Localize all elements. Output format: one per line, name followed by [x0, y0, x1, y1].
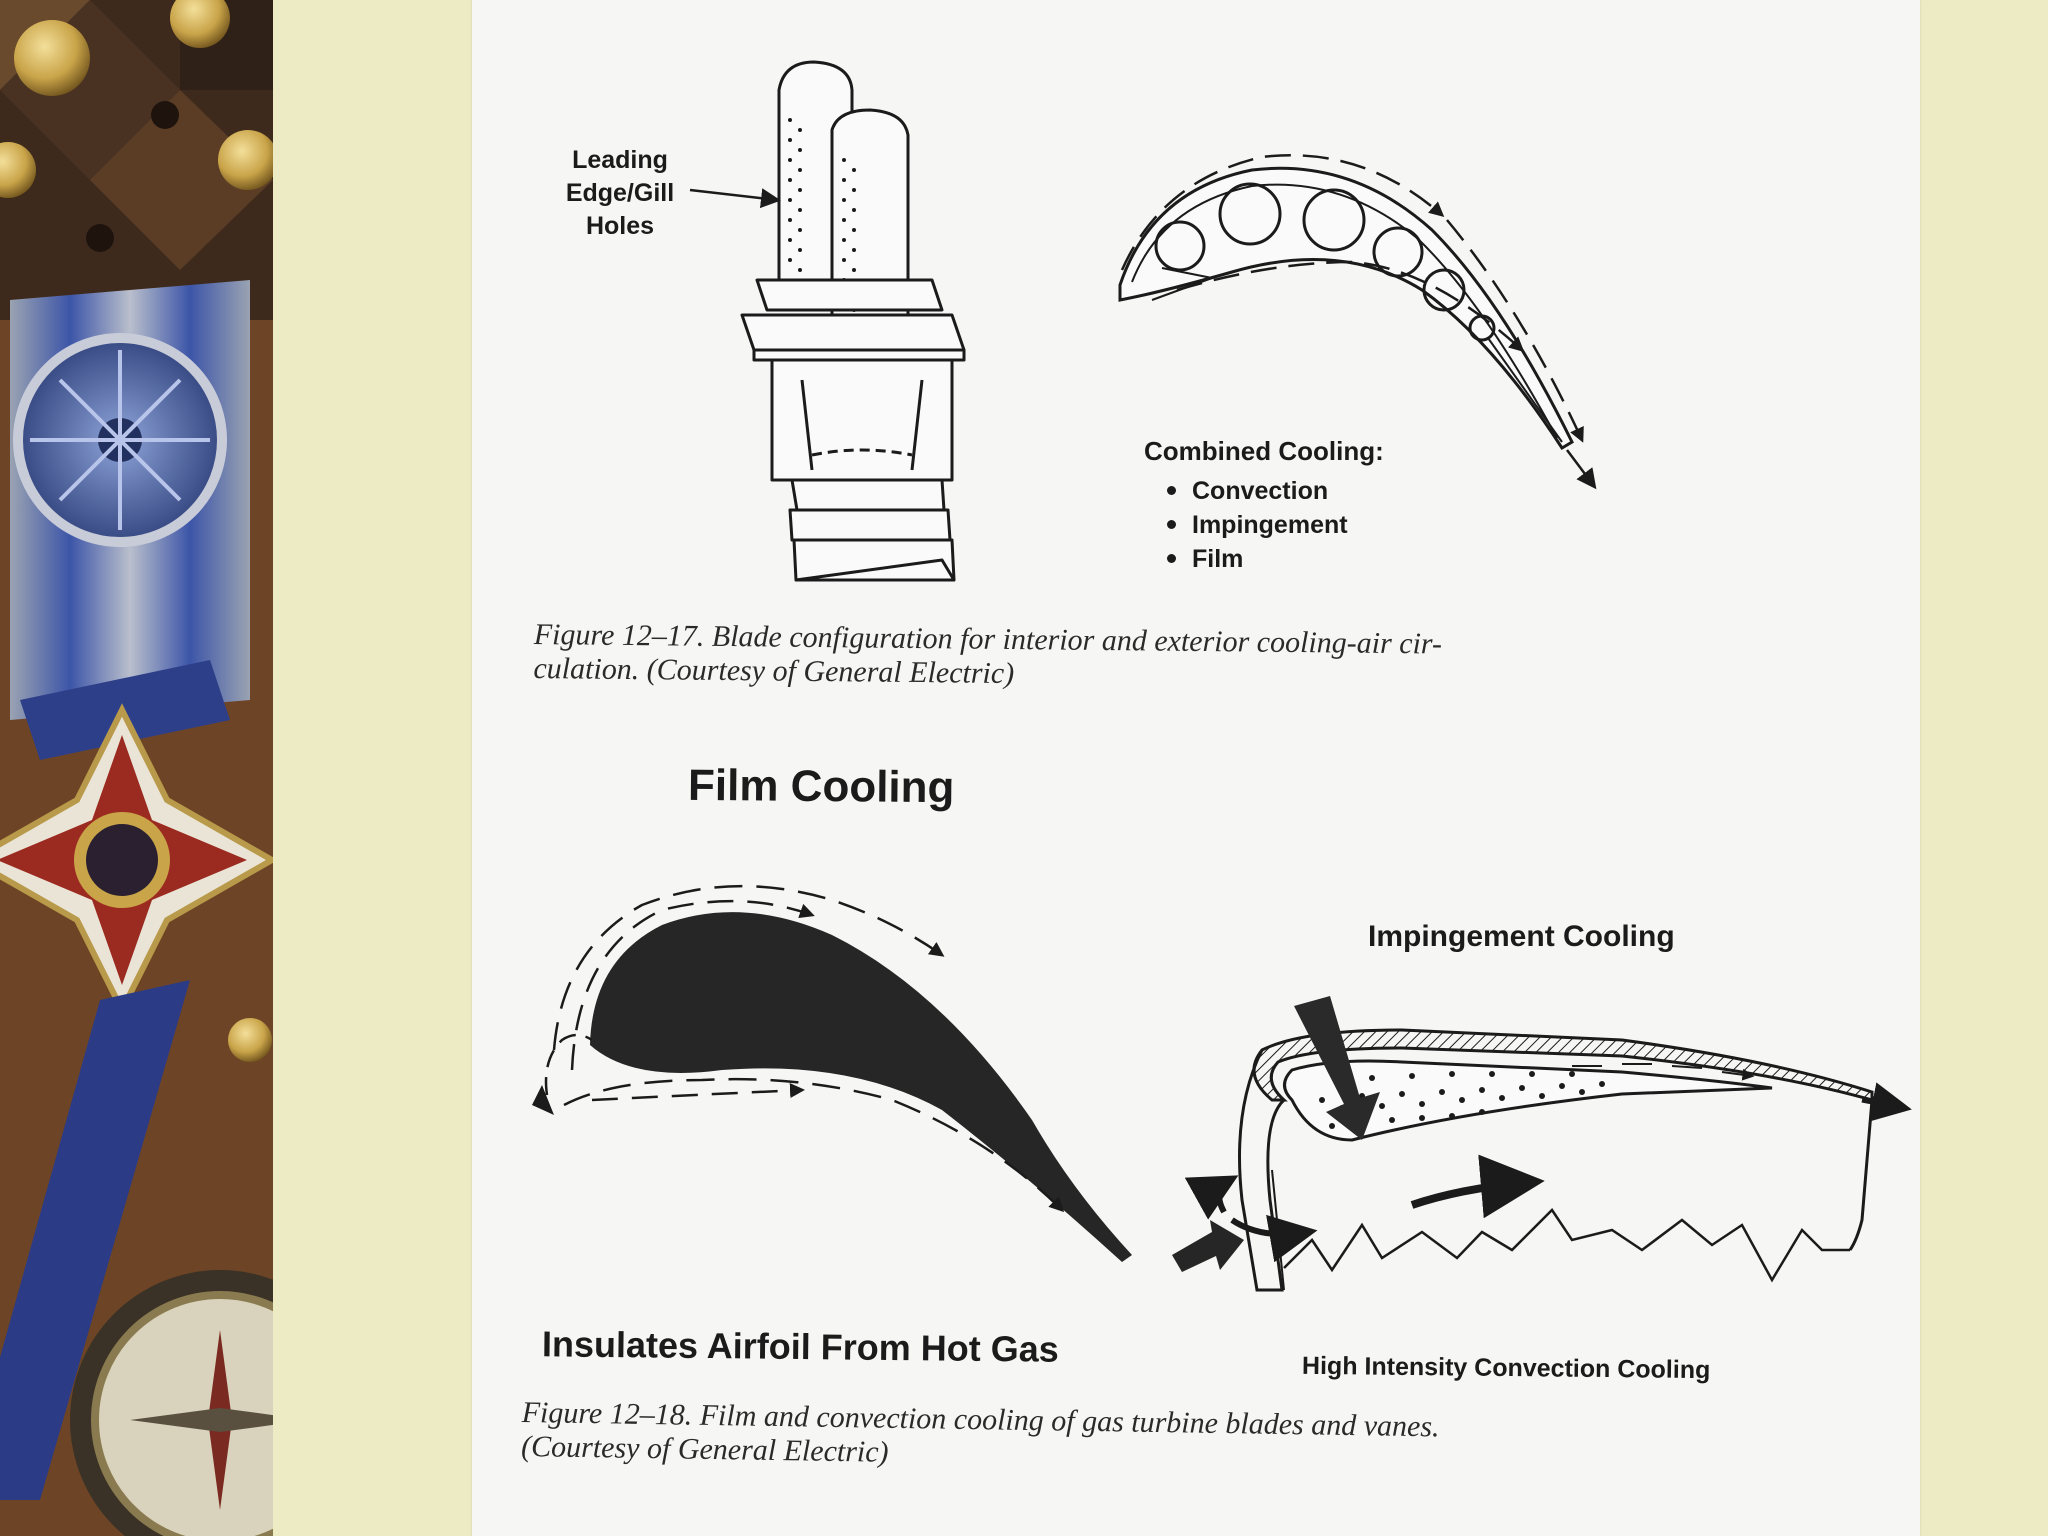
leading-edge-arrow — [689, 188, 781, 209]
list-item: Film — [1167, 542, 1348, 576]
airfoil-cross-section — [1118, 166, 1574, 451]
film-cooling-inlet-arrow — [532, 1085, 554, 1115]
film-cooling-title: Film Cooling — [687, 760, 955, 813]
book-page: Leading Edge/Gill Holes Combined Cooling… — [472, 0, 1920, 1536]
decorative-photo-medals-compass — [0, 0, 273, 1536]
insulates-airfoil-label: Insulates Airfoil From Hot Gas — [541, 1323, 1059, 1370]
caption-line: (Courtesy of General Electric) — [520, 1429, 889, 1469]
high-intensity-convection-label: High Intensity Convection Cooling — [1301, 1351, 1711, 1385]
combined-cooling-title: Combined Cooling: — [1144, 436, 1384, 466]
leading-edge-swirl-arrows — [1184, 1175, 1318, 1263]
combined-cooling-list: Convection Impingement Film — [1167, 474, 1348, 576]
trailing-edge-exit-arrow — [1861, 1082, 1912, 1122]
film-cooling-airfoil — [590, 912, 1132, 1262]
turbine-blade-drawing — [740, 60, 966, 582]
impingement-arrow — [1294, 996, 1380, 1140]
figure-12-17-caption: Figure 12–17. Blade configuration for in… — [533, 618, 1594, 697]
cooling-diagrams — [532, 60, 1912, 1292]
hot-gas-inlet-arrow — [1172, 1220, 1244, 1272]
convection-flow-arrow — [1410, 1154, 1545, 1219]
caption-line: culation. (Courtesy of General Electric) — [533, 651, 1015, 691]
leading-edge-label: Leading Edge/Gill Holes — [565, 146, 675, 240]
list-item: Convection — [1167, 474, 1348, 508]
impingement-cooling-title: Impingement Cooling — [1368, 920, 1675, 953]
film-cooling-flow-arrows — [544, 884, 1065, 1213]
list-item: Impingement — [1167, 508, 1348, 542]
medals-photo-illustration — [0, 0, 273, 1536]
combined-cooling-flow-arrows — [1120, 154, 1597, 490]
